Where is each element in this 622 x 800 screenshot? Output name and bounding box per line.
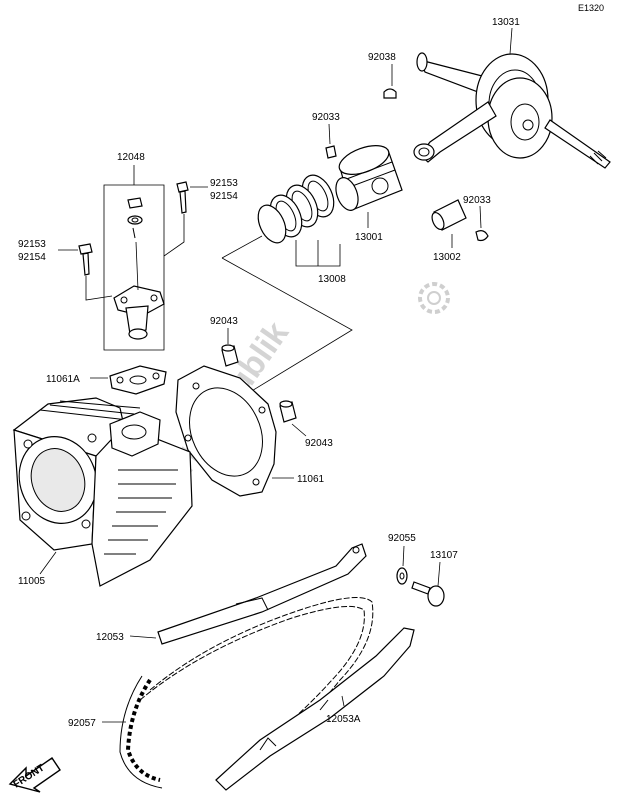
diagram-code: E1320 [578,3,604,13]
piston[interactable] [332,140,403,214]
group-box-12048 [103,184,165,351]
bolt-right-ref [163,214,185,257]
leader-12053A [341,695,345,707]
front-direction-arrow: FRONT [8,757,61,793]
bolt-left-ref [85,276,113,301]
cylinder-block[interactable] [7,397,193,587]
label-92055[interactable]: 92055 [388,533,416,544]
label-12053A[interactable]: 12053A [326,714,361,725]
label-13031[interactable]: 13031 [492,17,520,28]
label-92154-right[interactable]: 92154 [210,191,238,202]
leader-11005 [39,551,57,575]
cylinder-gasket[interactable] [175,365,277,497]
cam-chain-guide-lower[interactable] [215,627,415,791]
crankshaft[interactable] [413,52,611,169]
cam-chain-guide[interactable] [157,543,367,645]
leader-13107 [437,561,441,587]
leader-13031 [509,27,513,55]
tensioner-gasket[interactable] [109,365,167,395]
woodruff-key[interactable] [383,88,397,99]
label-92038[interactable]: 92038 [368,52,396,63]
label-13107[interactable]: 13107 [430,550,458,561]
dowel-pin-lower[interactable] [279,400,297,423]
leader-12053 [129,635,157,639]
piston-pin[interactable] [430,199,467,231]
piston-ring-set[interactable] [253,170,340,247]
circlip-upper[interactable] [325,145,337,159]
label-92033-lower[interactable]: 92033 [463,195,491,206]
label-11061A[interactable]: 11061A [46,374,80,385]
gear-watermark-icon [418,282,450,314]
label-92057[interactable]: 92057 [68,718,96,729]
tensioner-axis-line [135,241,139,291]
tensioner-cap-bolt[interactable] [127,197,143,239]
label-11061[interactable]: 11061 [297,474,325,485]
label-11005[interactable]: 11005 [18,576,46,587]
cam-chain-tensioner[interactable] [113,285,165,340]
label-13001[interactable]: 13001 [355,232,383,243]
leader-13008 [295,240,341,267]
label-92033-upper[interactable]: 92033 [312,112,340,123]
label-92153-left[interactable]: 92153 [18,239,46,250]
reference-line-piston [221,235,353,393]
guide-bolt[interactable] [411,581,445,607]
label-12048[interactable]: 12048 [117,152,145,163]
label-13002[interactable]: 13002 [433,252,461,263]
leader-92055 [402,545,405,567]
label-92043-lower[interactable]: 92043 [305,438,333,449]
dowel-pin-upper[interactable] [221,344,239,367]
label-92043-upper[interactable]: 92043 [210,316,238,327]
label-13008[interactable]: 13008 [318,274,346,285]
leader-92043-lower [291,423,307,437]
washer[interactable] [396,567,408,585]
leader-92033-lower [479,205,482,229]
tensioner-bolt-left[interactable] [78,243,93,276]
label-92154-left[interactable]: 92154 [18,252,46,263]
tensioner-bolt-right[interactable] [176,181,189,214]
label-12053[interactable]: 12053 [96,632,124,643]
circlip-lower[interactable] [475,230,489,242]
leader-92033-upper [328,123,331,145]
label-92153-right[interactable]: 92153 [210,178,238,189]
